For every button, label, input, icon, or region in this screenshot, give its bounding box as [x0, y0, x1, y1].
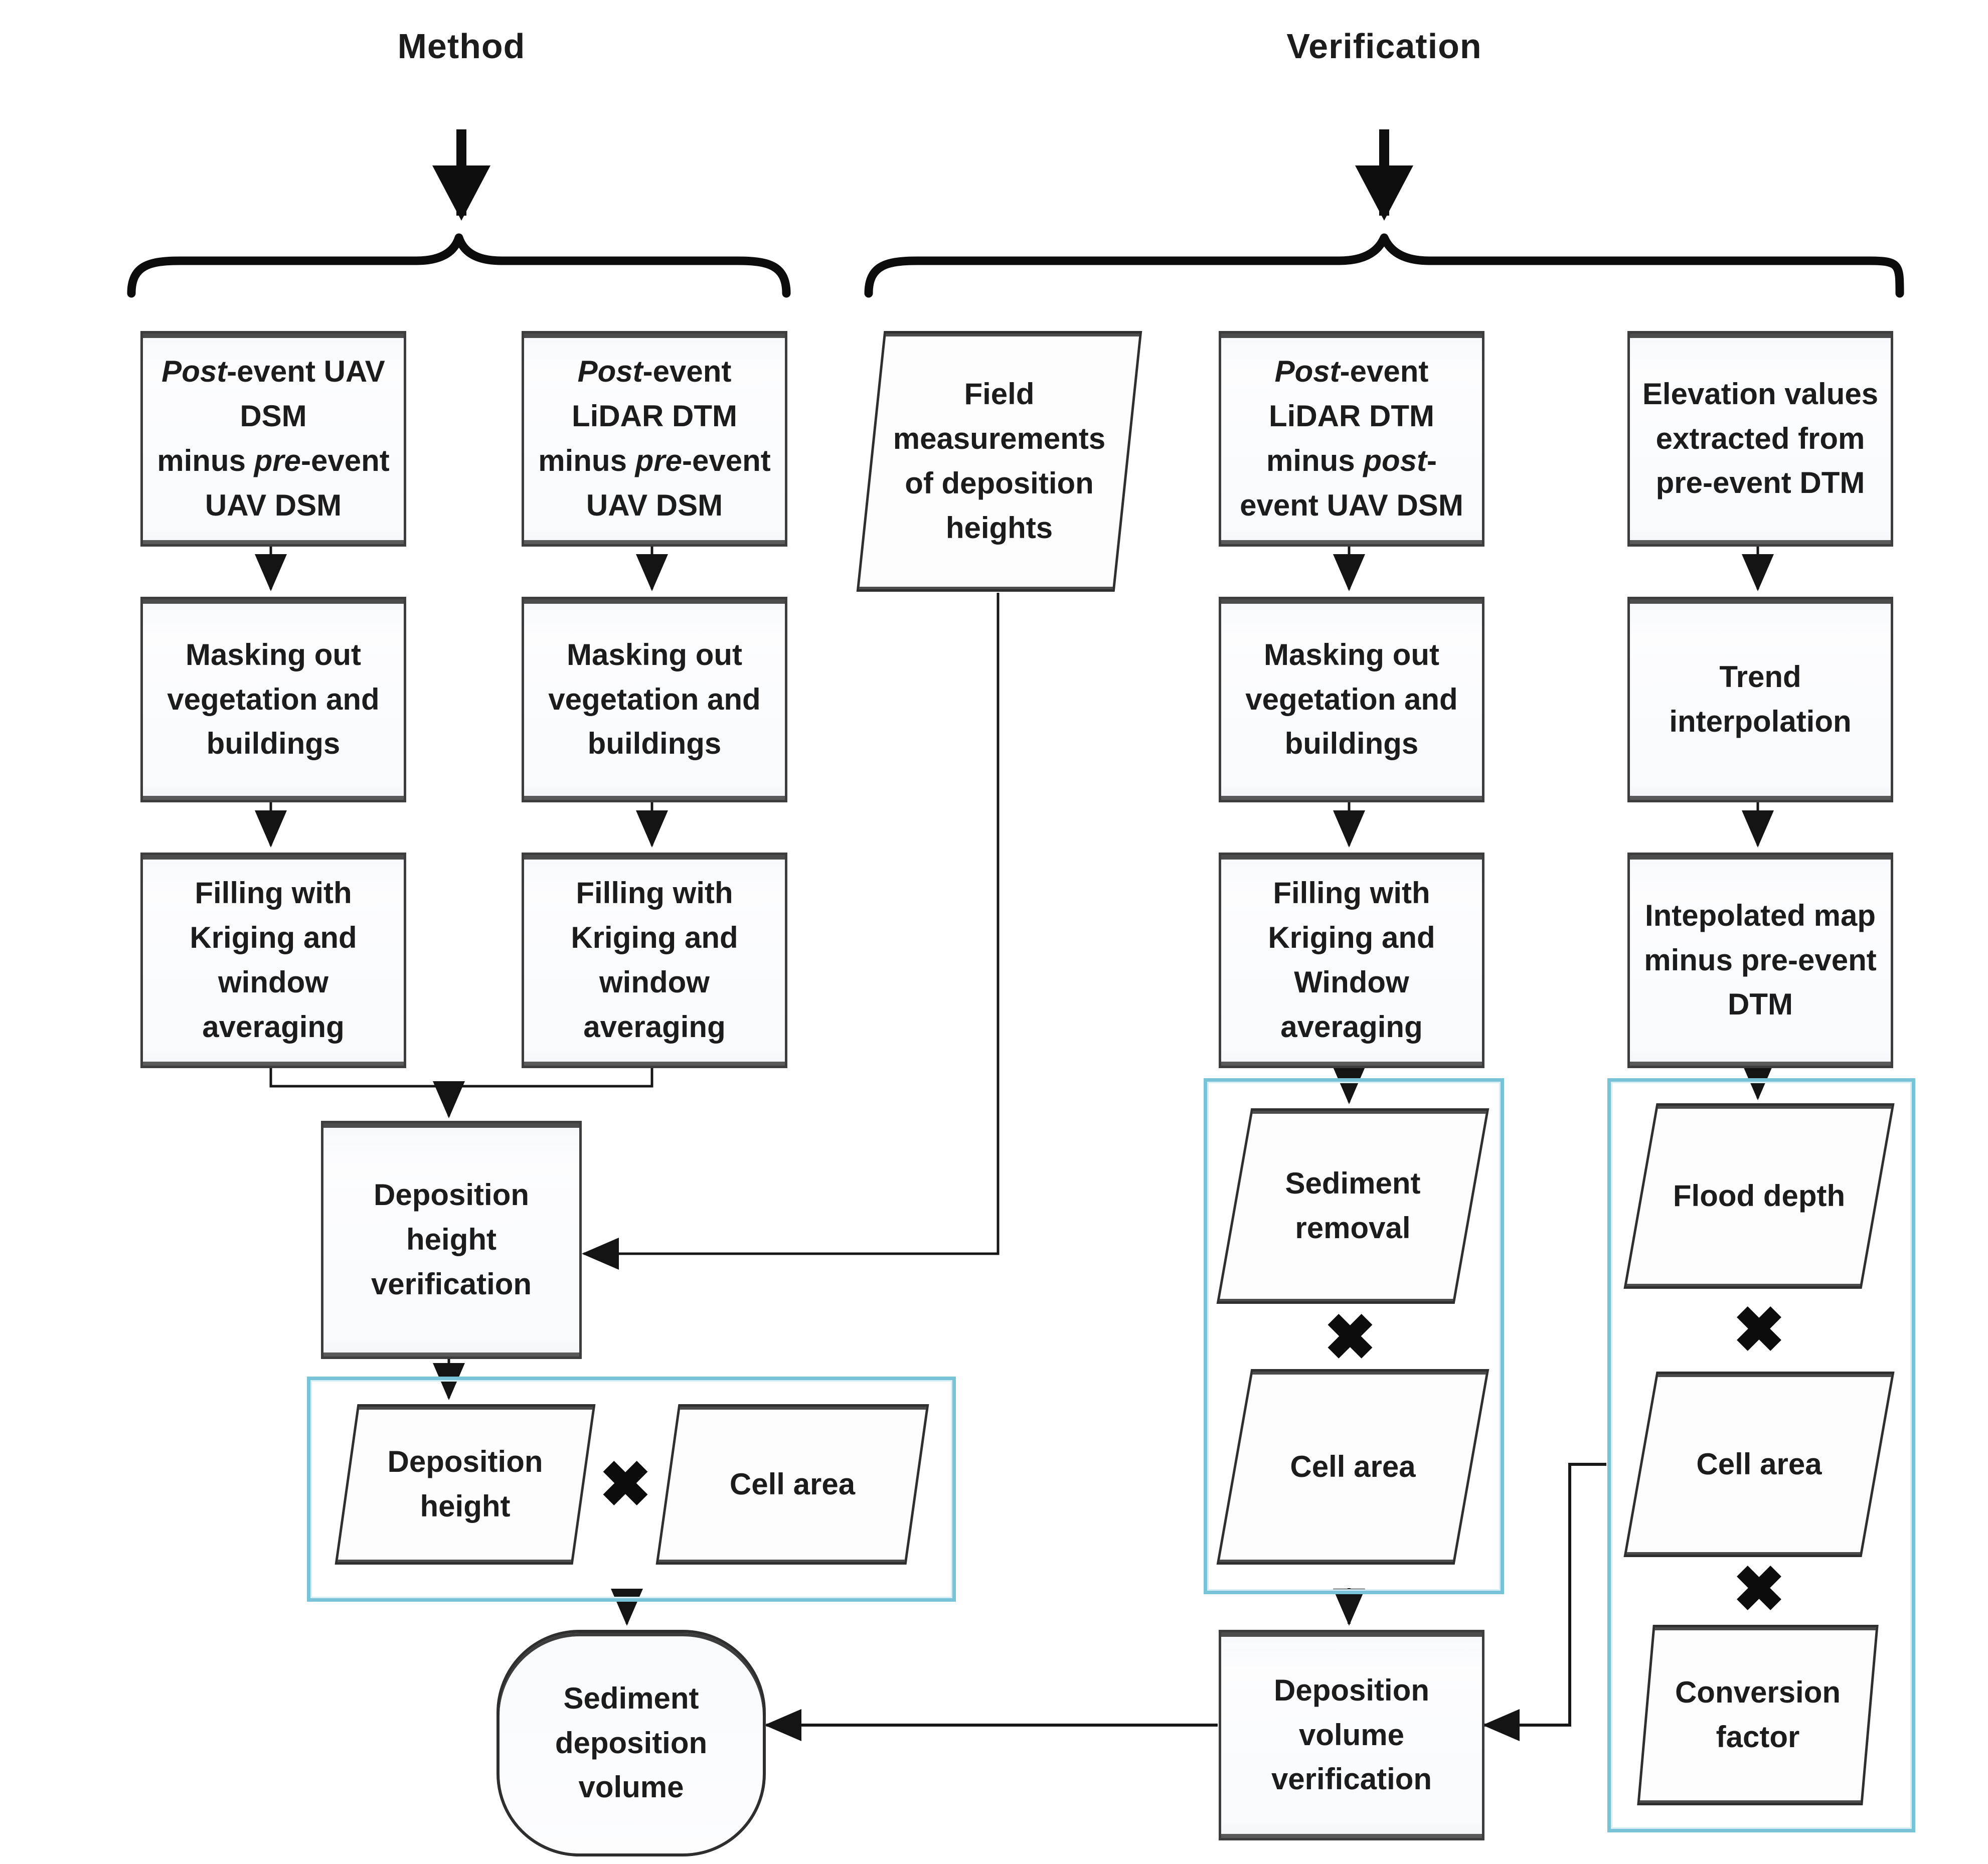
- node-cell-area-flood: Cell area: [1623, 1372, 1895, 1557]
- verification-section-title: Verification: [1286, 27, 1482, 66]
- method-section-title: Method: [397, 27, 526, 66]
- verification-brace-icon: [864, 233, 1904, 298]
- multiply-icon: ✖: [1733, 1295, 1785, 1365]
- arrow-field-to-dhv: [582, 593, 1000, 1270]
- method-brace-icon: [127, 233, 791, 298]
- node-cell-area-verification: Cell area: [1216, 1369, 1489, 1565]
- arrow-rightgroup-to-dvv: [1482, 1463, 1606, 1741]
- node-label: Cell area: [1696, 1447, 1822, 1481]
- node-label: Cell area: [1290, 1449, 1416, 1483]
- multiply-icon: ✖: [1733, 1555, 1785, 1624]
- node-cell-area-method: Cell area: [655, 1404, 929, 1565]
- node-label: Cell area: [729, 1467, 856, 1501]
- multiply-icon: ✖: [599, 1449, 652, 1519]
- multiply-icon: ✖: [1323, 1302, 1377, 1373]
- node-flood-depth: Flood depth: [1623, 1103, 1895, 1289]
- node-label: Flood depth: [1673, 1178, 1846, 1213]
